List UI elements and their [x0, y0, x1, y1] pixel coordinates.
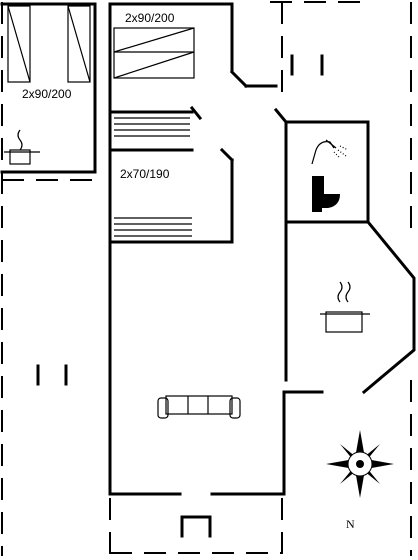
window-marks — [36, 54, 324, 386]
bed-top-right: 2x90/200 — [113, 11, 195, 79]
bedroom-top-left: 2x90/200 — [0, 2, 97, 174]
bed-top-left-label: 2x90/200 — [22, 87, 72, 101]
toilet-icon — [312, 176, 340, 212]
north-label: N — [346, 517, 355, 531]
bunk-beds: 2x70/190 — [114, 117, 192, 237]
interior-walls — [108, 2, 289, 496]
living-walls — [108, 219, 416, 538]
shower-icon — [311, 139, 349, 165]
bed-top-right-label: 2x90/200 — [125, 11, 175, 25]
sofa-icon — [157, 395, 241, 419]
outdoor-dashed-outline — [1, 1, 412, 556]
compass-rose-icon — [326, 430, 394, 498]
stove-icon — [4, 129, 40, 165]
cooking-pot-icon — [320, 281, 370, 333]
bed-middle-label: 2x70/190 — [120, 167, 170, 181]
